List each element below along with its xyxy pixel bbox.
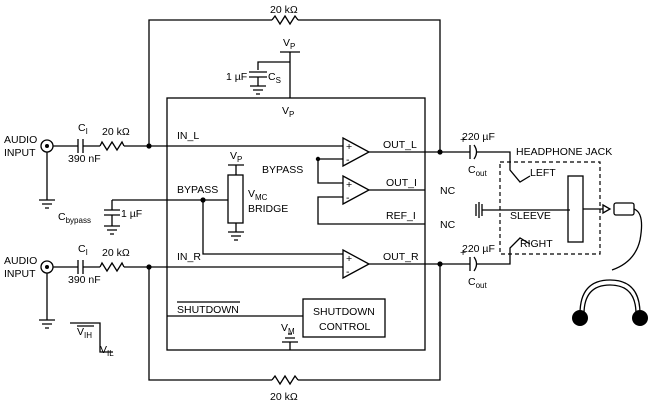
rin-right bbox=[99, 261, 125, 273]
nc-1: NC bbox=[440, 185, 456, 197]
vmc-label-2: BRIDGE bbox=[248, 203, 288, 215]
nc-2: NC bbox=[440, 219, 456, 231]
bottom-feedback-loop bbox=[148, 264, 441, 386]
cout-r-plus: + bbox=[460, 247, 466, 259]
cbyp-name: Cbypass bbox=[58, 211, 91, 225]
amp-middle bbox=[342, 174, 371, 206]
cout-left bbox=[448, 144, 500, 160]
vm-label: VM bbox=[281, 322, 295, 336]
r-top-label: 20 kΩ bbox=[270, 4, 298, 16]
vmc-bridge-block bbox=[227, 174, 244, 224]
bypass-pin-label: BYPASS bbox=[177, 184, 218, 196]
vp-top-label: VP bbox=[283, 37, 295, 51]
amp-l-plus: + bbox=[346, 141, 352, 153]
amp-i-plus: + bbox=[346, 179, 352, 191]
ground-vm bbox=[282, 333, 298, 350]
left-label: LEFT bbox=[530, 167, 556, 179]
rin-r-val: 20 kΩ bbox=[102, 247, 130, 259]
amp-r-minus: - bbox=[346, 266, 350, 278]
headphone-band-inner bbox=[583, 284, 637, 315]
plug-tip bbox=[602, 203, 612, 215]
out-l-label: OUT_L bbox=[383, 139, 417, 151]
bypass-amp-label: BYPASS bbox=[262, 164, 303, 176]
cout-l-plus: + bbox=[460, 134, 466, 146]
in-l-label: IN_L bbox=[177, 130, 199, 142]
amp-right bbox=[342, 248, 371, 280]
headphone-band bbox=[579, 279, 641, 315]
sd-ctrl-1: SHUTDOWN bbox=[313, 306, 375, 318]
ci-r-name: CI bbox=[78, 243, 88, 257]
shutdown-control-block bbox=[302, 298, 386, 338]
cs-capacitor bbox=[249, 71, 267, 78]
ci-l-name: CI bbox=[78, 122, 88, 136]
amp-i-minus: - bbox=[346, 192, 350, 204]
headphone-cable bbox=[611, 208, 643, 271]
shutdown-logic-waveform bbox=[70, 322, 113, 353]
audio-in-r-2: INPUT bbox=[4, 268, 36, 280]
resistor-bottom bbox=[271, 374, 299, 386]
right-label: RIGHT bbox=[520, 238, 553, 250]
hp-jack-label: HEADPHONE JACK bbox=[516, 146, 612, 158]
vmc-label-1: VMC bbox=[248, 188, 268, 202]
cout-right bbox=[448, 256, 500, 272]
headphone-jack-box bbox=[499, 161, 601, 255]
amp-left bbox=[342, 136, 371, 168]
vp-mid-label: VP bbox=[282, 105, 294, 119]
ground-cs bbox=[250, 77, 266, 95]
shutdown-label: SHUTDOWN bbox=[177, 304, 239, 316]
earpiece-left bbox=[572, 310, 588, 326]
ci-right bbox=[53, 260, 100, 274]
vp-supply bbox=[249, 51, 300, 98]
headphone-plug bbox=[613, 202, 635, 216]
rin-left bbox=[99, 140, 125, 152]
jack-right-contact bbox=[500, 237, 531, 265]
r-bot-label: 20 kΩ bbox=[270, 391, 298, 403]
cout-r-name: Cout bbox=[468, 276, 487, 290]
sd-ctrl-2: CONTROL bbox=[319, 321, 370, 333]
out-i-label: OUT_I bbox=[386, 177, 417, 189]
ci-left bbox=[53, 139, 100, 153]
cout-l-name: Cout bbox=[468, 164, 487, 178]
audio-in-l-2: INPUT bbox=[4, 147, 36, 159]
jack-sleeve-contact bbox=[475, 202, 570, 218]
rin-l-val: 20 kΩ bbox=[102, 126, 130, 138]
ci-r-val: 390 nF bbox=[68, 274, 101, 286]
vih-label: VIH bbox=[77, 326, 92, 340]
cout-r-val: 220 µF bbox=[462, 243, 495, 255]
amp-l-minus: - bbox=[346, 154, 350, 166]
ground-bridge bbox=[228, 223, 244, 241]
jack-left-contact bbox=[500, 151, 531, 183]
cout-l-val: 220 µF bbox=[462, 131, 495, 143]
resistor-top bbox=[271, 14, 299, 26]
amp-r-plus: + bbox=[346, 253, 352, 265]
out-r-label: OUT_R bbox=[383, 251, 419, 263]
cbyp-val: 1 µF bbox=[121, 208, 142, 220]
in-r-label: IN_R bbox=[177, 251, 201, 263]
audio-in-l-1: AUDIO bbox=[4, 134, 37, 146]
top-feedback-loop bbox=[148, 14, 441, 152]
cs-value: 1 µF bbox=[226, 71, 247, 83]
cbypass-capacitor bbox=[104, 200, 120, 235]
vil-label: VIL bbox=[100, 344, 114, 358]
jack-plug-body bbox=[567, 175, 584, 243]
audio-input-right bbox=[39, 260, 343, 329]
audio-input-left bbox=[39, 139, 330, 209]
audio-in-r-1: AUDIO bbox=[4, 255, 37, 267]
ground-in-right bbox=[39, 273, 55, 329]
ref-i-label: REF_I bbox=[386, 210, 416, 222]
sleeve-label: SLEEVE bbox=[510, 210, 551, 222]
earpiece-right bbox=[632, 310, 648, 326]
ground-in-left bbox=[39, 152, 55, 209]
cs-name: CS bbox=[268, 71, 281, 85]
vp-bridge-label: VP bbox=[230, 150, 242, 164]
ci-l-val: 390 nF bbox=[68, 153, 101, 165]
